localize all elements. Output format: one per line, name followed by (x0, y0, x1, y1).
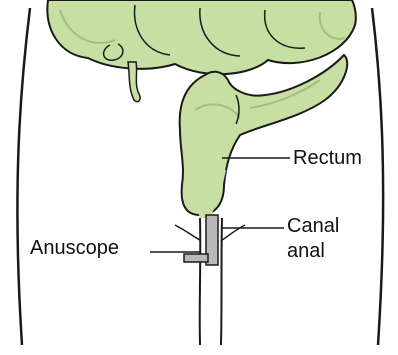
anal-canal-right (221, 218, 222, 345)
label-canal-line2: anal (287, 240, 325, 262)
body-outline-left (17, 8, 30, 345)
anal-canal-left (200, 218, 201, 345)
body-outline-right (372, 8, 383, 345)
label-canal-line1: Canal (287, 215, 339, 237)
label-anuscope: Anuscope (30, 237, 119, 259)
label-rectum: Rectum (293, 147, 362, 169)
